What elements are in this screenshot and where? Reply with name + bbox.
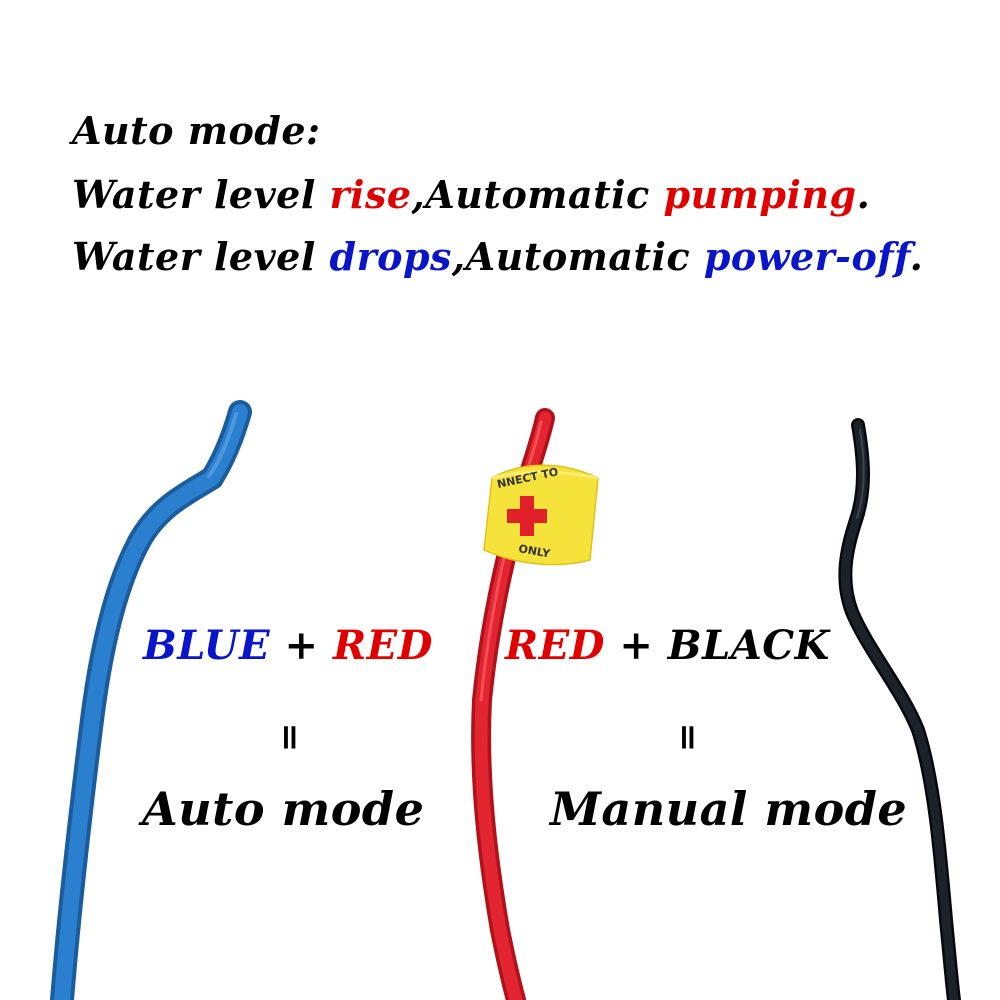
heading-auto-mode: Auto mode: (72, 108, 321, 153)
equals-sign-left: ॥ (278, 717, 303, 757)
auto-mode-combination: BLUE + RED (143, 622, 433, 669)
plus-sign-right: + (604, 622, 668, 669)
line2-part1: Water level (72, 234, 330, 279)
tag-bottom-text: ONLY (517, 542, 552, 561)
black-wire (838, 418, 961, 1000)
word-rise: rise (329, 172, 412, 217)
word-power-off: power-off (703, 234, 910, 279)
line1-part1: Water level (72, 172, 330, 217)
line2-part2: ,Automatic (451, 234, 704, 279)
label-red-right: RED (505, 622, 605, 669)
manual-mode-label: Manual mode (550, 782, 908, 836)
description-line-drops: Water level drops,Automatic power-off. (72, 234, 923, 279)
equals-sign-right: ॥ (676, 717, 701, 757)
label-black: BLACK (667, 622, 830, 669)
word-pumping: pumping (663, 172, 857, 217)
label-red: RED (333, 622, 433, 669)
auto-mode-label: Auto mode (142, 782, 425, 836)
blue-wire (50, 400, 252, 1000)
connector-tag: NNECT TO ONLY (483, 464, 599, 566)
line1-part2: ,Automatic (411, 172, 664, 217)
manual-mode-combination: RED + BLACK (505, 622, 830, 669)
description-line-rise: Water level rise,Automatic pumping. (72, 172, 870, 217)
line2-end: . (909, 234, 924, 279)
line1-end: . (856, 172, 871, 217)
word-drops: drops (329, 234, 452, 279)
plus-sign: + (270, 622, 333, 669)
label-blue: BLUE (143, 622, 271, 669)
